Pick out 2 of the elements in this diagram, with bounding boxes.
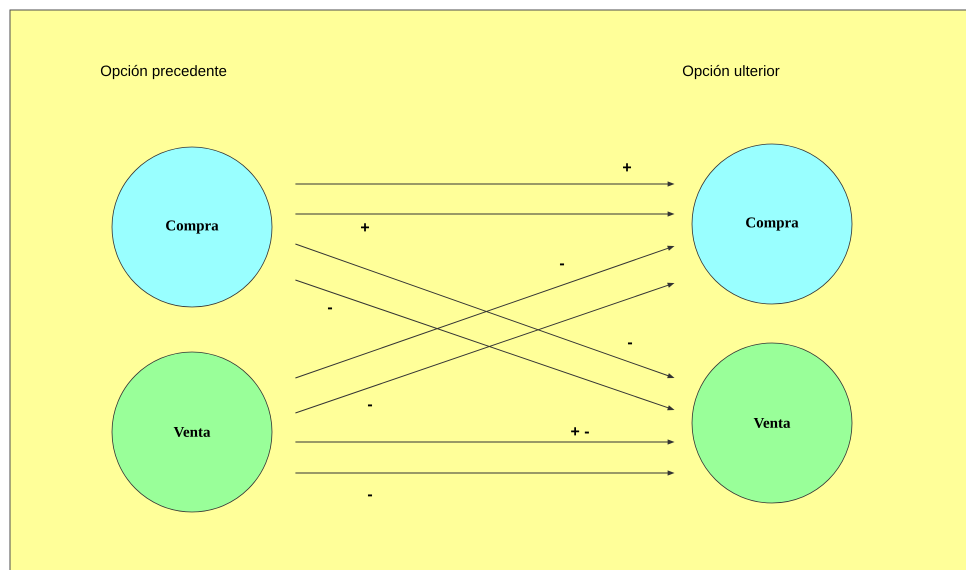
- column-heading: Opción ulterior: [682, 64, 780, 80]
- column-heading: Opción precedente: [100, 64, 226, 80]
